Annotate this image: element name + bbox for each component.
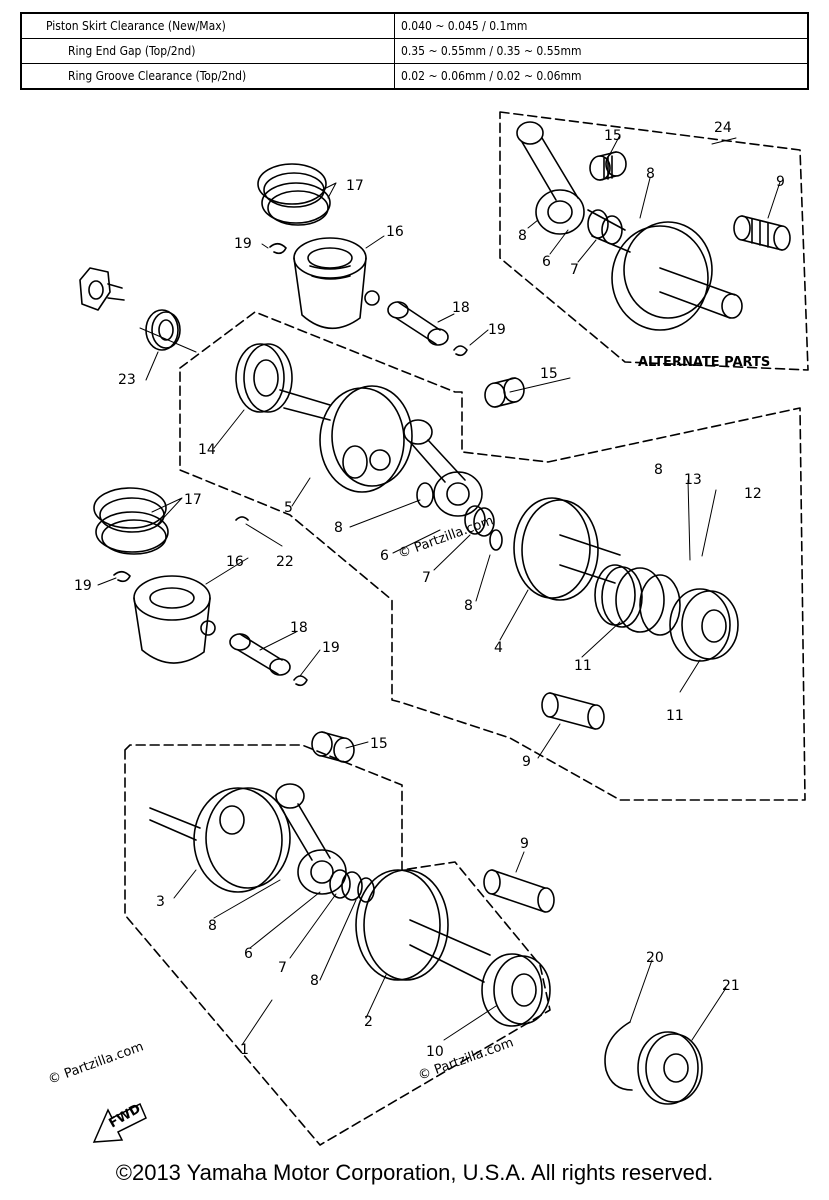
callout-19: 19 <box>488 322 506 338</box>
needle-bearing-15-upper <box>484 377 525 408</box>
callout-14: 14 <box>198 442 216 458</box>
assembly-outline-lower <box>124 744 551 1146</box>
callout-19: 19 <box>322 640 340 656</box>
alternate-parts-box <box>499 111 809 371</box>
spec-value: 0.35 ~ 0.55mm / 0.35 ~ 0.55mm <box>394 38 809 64</box>
clip-19-a <box>269 242 287 255</box>
bearing-14 <box>235 343 293 413</box>
callout-16: 16 <box>386 224 404 240</box>
crank-pin-9-lower <box>483 869 555 913</box>
callout-6: 6 <box>542 254 551 270</box>
alt-crank-web <box>587 209 743 331</box>
alt-con-rod <box>516 121 585 235</box>
spec-value: 0.040 ~ 0.045 / 0.1mm <box>394 12 809 39</box>
piston-rings-lower <box>93 487 169 555</box>
callout-9: 9 <box>522 754 531 770</box>
callout-7: 7 <box>570 262 579 278</box>
callout-10: 10 <box>426 1044 444 1060</box>
callout-9: 9 <box>776 174 785 190</box>
bearing-10 <box>481 953 551 1027</box>
leader-lines <box>97 134 781 1046</box>
con-rod-lower <box>275 783 347 895</box>
callout-8: 8 <box>208 918 217 934</box>
piston-rings-upper <box>257 163 331 226</box>
callout-21: 21 <box>722 978 740 994</box>
spec-row: Ring Groove Clearance (Top/2nd) 0.02 ~ 0… <box>20 63 809 90</box>
callout-20: 20 <box>646 950 664 966</box>
callout-18: 18 <box>290 620 308 636</box>
spec-label: Ring Groove Clearance (Top/2nd) <box>20 63 395 90</box>
callout-24: 24 <box>714 120 732 136</box>
piston-lower <box>133 575 216 664</box>
watermark: © Partzilla.com <box>396 513 495 561</box>
callout-7: 7 <box>278 960 287 976</box>
copyright-notice: ©2013 Yamaha Motor Corporation, U.S.A. A… <box>115 1160 714 1185</box>
watermarks: © Partzilla.com © Partzilla.com © Partzi… <box>46 513 515 1087</box>
piston-pin-lower <box>229 633 291 676</box>
callout-17: 17 <box>346 178 364 194</box>
clip-19-b <box>453 345 468 357</box>
callout-1: 1 <box>240 1042 249 1058</box>
callout-8: 8 <box>518 228 527 244</box>
spec-row: Ring End Gap (Top/2nd) 0.35 ~ 0.55mm / 0… <box>20 38 809 64</box>
callout-15: 15 <box>370 736 388 752</box>
callout-9: 9 <box>520 836 529 852</box>
alt-bearing-15 <box>589 151 627 181</box>
clip-22 <box>235 516 249 521</box>
callout-8: 8 <box>334 520 343 536</box>
assembly-outline-upper <box>179 311 806 801</box>
callout-4: 4 <box>494 640 503 656</box>
callout-8: 8 <box>464 598 473 614</box>
piston-pin-upper <box>387 301 449 346</box>
alt-crank-pin-9 <box>733 215 791 251</box>
spec-table: Piston Skirt Clearance (New/Max) 0.040 ~… <box>20 12 809 90</box>
callout-22: 22 <box>276 554 294 570</box>
crank-web-5 <box>279 385 413 493</box>
callout-5: 5 <box>284 500 293 516</box>
callout-15: 15 <box>604 128 622 144</box>
needle-bearing-15-lower <box>311 731 355 763</box>
callout-6: 6 <box>380 548 389 564</box>
snap-ring-20 <box>604 1021 633 1091</box>
callout-17: 17 <box>184 492 202 508</box>
callout-3: 3 <box>156 894 165 910</box>
fwd-arrow-icon: FWD <box>92 1101 147 1143</box>
big-end-bearing-upper <box>416 482 503 551</box>
watermark: © Partzilla.com <box>46 1039 145 1087</box>
bearing-11-a <box>594 564 681 636</box>
callout-2: 2 <box>364 1014 373 1030</box>
callout-12: 12 <box>744 486 762 502</box>
callout-6: 6 <box>244 946 253 962</box>
oil-seal-21 <box>637 1031 703 1105</box>
callout-8: 8 <box>646 166 655 182</box>
callout-labels: 17 16 19 18 19 23 15 14 5 8 6 7 8 17 22 … <box>74 120 785 1060</box>
callout-19: 19 <box>74 578 92 594</box>
nut-left <box>79 267 125 311</box>
crank-pin-9-mid <box>541 692 605 730</box>
crank-web-4 <box>513 497 621 601</box>
spec-row: Piston Skirt Clearance (New/Max) 0.040 ~… <box>20 12 809 39</box>
callout-11: 11 <box>666 708 684 724</box>
oil-seal-23 <box>145 309 181 351</box>
clip-19-d <box>293 675 308 687</box>
callout-16: 16 <box>226 554 244 570</box>
bearing-11-b <box>669 588 739 662</box>
crank-web-3 <box>149 787 291 893</box>
piston-upper <box>293 237 380 330</box>
spec-value: 0.02 ~ 0.06mm / 0.02 ~ 0.06mm <box>394 63 809 90</box>
alternate-parts-label: ALTERNATE PARTS <box>638 355 770 370</box>
callout-11: 11 <box>574 658 592 674</box>
crank-web-2 <box>355 869 491 983</box>
callout-7: 7 <box>422 570 431 586</box>
callout-18: 18 <box>452 300 470 316</box>
clip-19-c <box>113 570 131 583</box>
callout-8: 8 <box>310 973 319 989</box>
callout-8: 8 <box>654 462 663 478</box>
con-rod-upper <box>403 419 483 517</box>
callout-15: 15 <box>540 366 558 382</box>
callout-13: 13 <box>684 472 702 488</box>
callout-19: 19 <box>234 236 252 252</box>
callout-23: 23 <box>118 372 136 388</box>
